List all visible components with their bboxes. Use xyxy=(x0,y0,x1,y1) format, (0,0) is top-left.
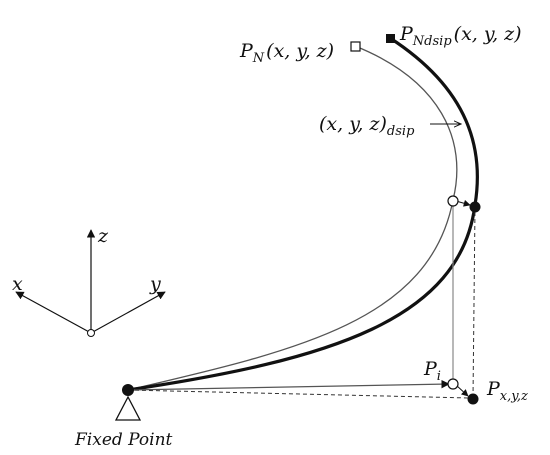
pxyz-label: Px,y,z xyxy=(486,378,528,404)
disp-label: (x, y, z)dsip xyxy=(319,113,415,139)
x-axis-label: x xyxy=(12,273,23,295)
original-curve xyxy=(127,45,458,391)
pn-end-marker xyxy=(350,41,361,52)
fixed-to-pi-arrow xyxy=(127,379,450,391)
fixed-point-label: Fixed Point xyxy=(74,430,173,450)
pndisp-end-marker xyxy=(386,34,395,43)
vertical-guide-displaced xyxy=(472,206,476,399)
z-axis-label: z xyxy=(97,225,109,247)
y-axis xyxy=(90,291,166,334)
displaced-node xyxy=(469,201,481,213)
axes-origin xyxy=(87,329,95,337)
x-axis xyxy=(15,291,92,334)
fixed-to-pxyz-dashed xyxy=(127,389,471,399)
y-axis-label: y xyxy=(149,273,161,295)
original-node xyxy=(447,195,459,207)
pi-label: Pi xyxy=(423,358,441,384)
coordinate-axes: z x y xyxy=(12,225,166,337)
pn-label: PN(x, y, z) xyxy=(239,40,334,66)
pxyz-node xyxy=(467,393,479,405)
pi-node xyxy=(447,378,459,390)
fixed-point-node xyxy=(122,384,134,396)
pndisp-label: PNdsip(x, y, z) xyxy=(399,23,522,49)
fixed-support-triangle xyxy=(114,395,142,421)
pi-displacement-arrow xyxy=(455,384,469,397)
displaced-curve xyxy=(127,36,479,392)
